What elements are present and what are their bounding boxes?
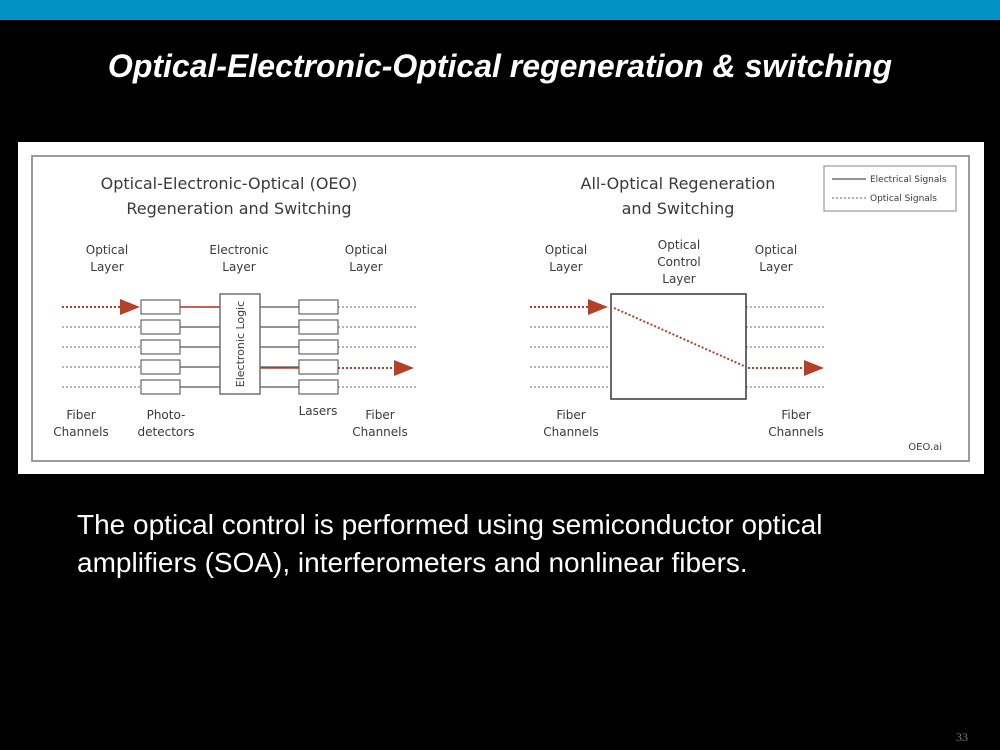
laser-box [298, 339, 339, 355]
photodetector-box [140, 339, 181, 355]
photodetector-box [140, 359, 181, 375]
oeo-photodetectors-1: Photo- [147, 408, 186, 422]
diagram-credit: OEO.ai [908, 442, 942, 453]
slide-title: Optical-Electronic-Optical regeneration … [107, 48, 893, 84]
oeo-title-line2: Regeneration and Switching [126, 199, 351, 218]
ao-optical-layer-left-2: Layer [549, 260, 583, 274]
laser-box [298, 379, 339, 395]
laser-box [298, 319, 339, 335]
ao-title-line1: All-Optical Regeneration [581, 174, 776, 193]
legend-electrical-label: Electrical Signals [870, 175, 947, 185]
body-text: The optical control is performed using s… [77, 509, 823, 578]
ao-title-line2: and Switching [622, 199, 735, 218]
ao-fiber-channels-right-1: Fiber [781, 408, 810, 422]
oeo-diagram: Electrical Signals Optical Signals Optic… [31, 155, 970, 462]
ao-control-layer-1: Optical [658, 238, 700, 252]
oeo-lasers-label: Lasers [299, 404, 338, 418]
electronic-logic-block [219, 293, 261, 395]
top-accent-bar [0, 0, 1000, 20]
ao-optical-layer-right-1: Optical [755, 243, 797, 257]
oeo-title-line1: Optical-Electronic-Optical (OEO) [101, 174, 358, 193]
ao-channels [530, 306, 826, 388]
laser-box [298, 299, 339, 315]
ao-fiber-channels-left-2: Channels [543, 425, 599, 439]
laser-box [298, 359, 339, 375]
diagram-panel: Electrical Signals Optical Signals Optic… [18, 142, 984, 474]
photodetector-box [140, 319, 181, 335]
ao-fiber-channels-right-2: Channels [768, 425, 824, 439]
oeo-channels [62, 299, 416, 395]
oeo-fiber-channels-left-2: Channels [53, 425, 109, 439]
ao-optical-layer-right-2: Layer [759, 260, 793, 274]
oeo-optical-layer-left-2: Layer [90, 260, 124, 274]
page-number: 33 [956, 730, 968, 744]
ao-fiber-channels-left-1: Fiber [556, 408, 585, 422]
ao-optical-layer-left-1: Optical [545, 243, 587, 257]
diagram-border [31, 155, 970, 462]
oeo-optical-layer-right-1: Optical [345, 243, 387, 257]
ao-control-layer-3: Layer [662, 272, 696, 286]
ao-control-layer-2: Control [657, 255, 700, 269]
oeo-electronic-layer-1: Electronic [209, 243, 268, 257]
oeo-optical-layer-right-2: Layer [349, 260, 383, 274]
electronic-logic-label: Electronic Logic [234, 301, 247, 387]
photodetector-box [140, 299, 181, 315]
oeo-fiber-channels-right-1: Fiber [365, 408, 394, 422]
optical-control-block [610, 293, 747, 400]
oeo-fiber-channels-left-1: Fiber [66, 408, 95, 422]
oeo-optical-layer-left-1: Optical [86, 243, 128, 257]
oeo-photodetectors-2: detectors [138, 425, 195, 439]
legend-box [823, 165, 957, 212]
legend-optical-label: Optical Signals [870, 194, 937, 204]
oeo-fiber-channels-right-2: Channels [352, 425, 408, 439]
photodetector-box [140, 379, 181, 395]
legend: Electrical Signals Optical Signals [823, 165, 957, 212]
oeo-electronic-layer-2: Layer [222, 260, 256, 274]
